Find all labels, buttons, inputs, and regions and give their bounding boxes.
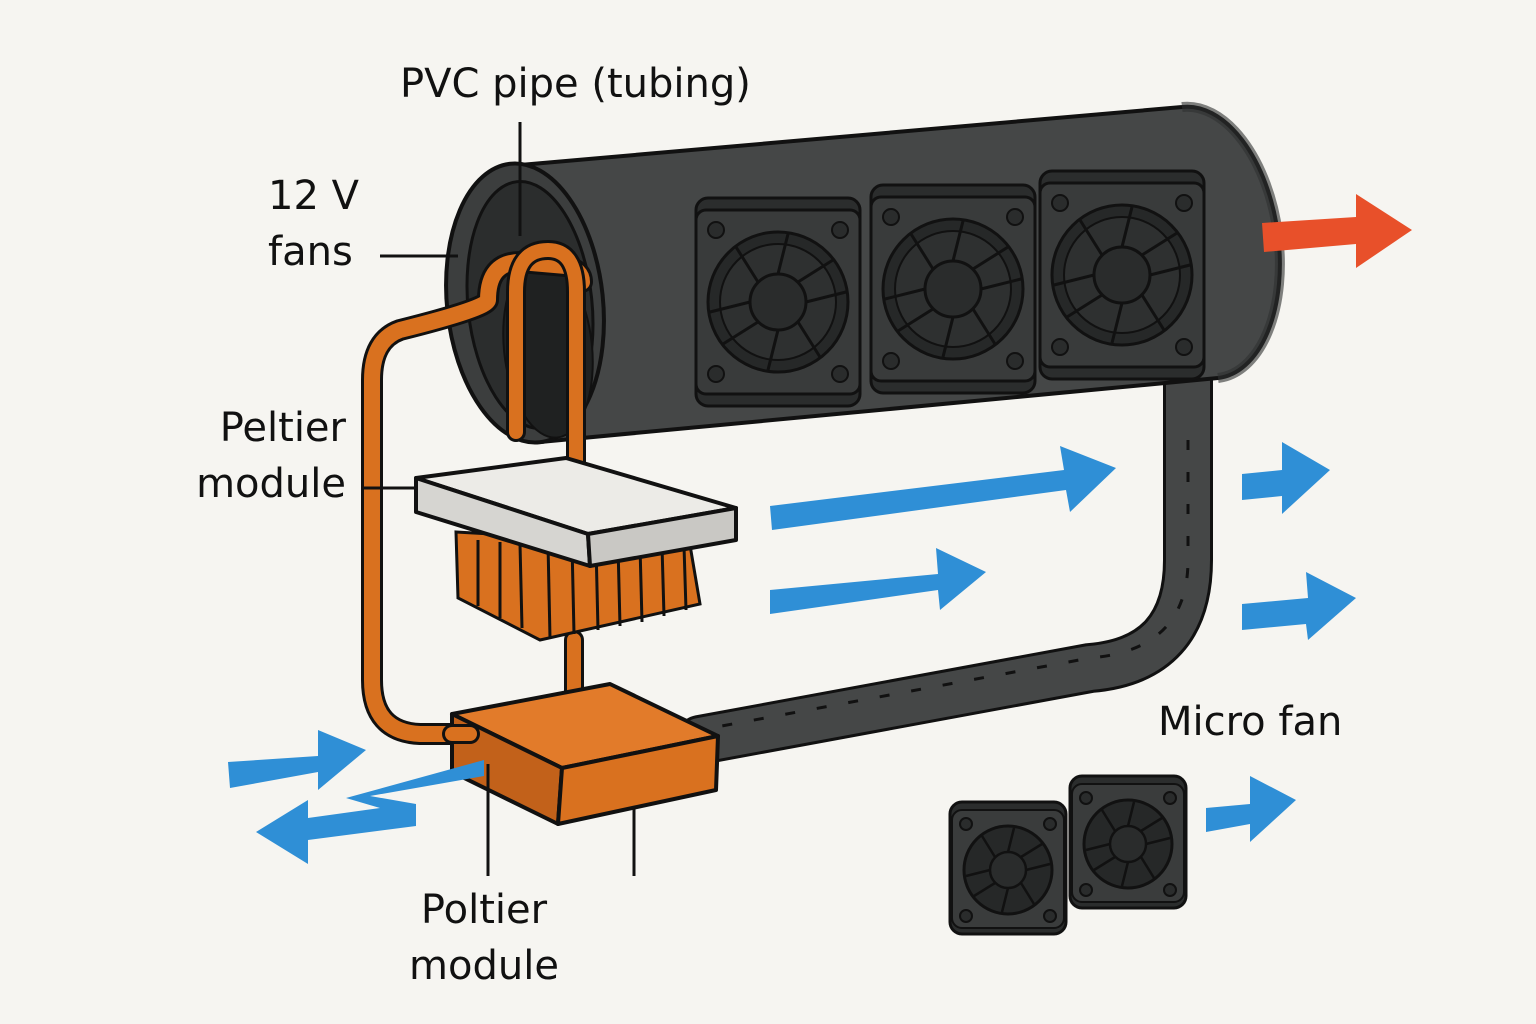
fan-icon [948, 774, 1188, 936]
label-poltier-module: Poltier module [409, 887, 559, 989]
label-micro-fan: Micro fan [1158, 699, 1343, 745]
fan-icon [694, 169, 1206, 408]
label-12v-fans: 12 V fans [268, 173, 359, 275]
return-tube [675, 345, 1213, 765]
peltier-module [414, 456, 738, 642]
leader-lines [364, 122, 636, 876]
heat-exhaust-arrow-icon [1262, 194, 1412, 268]
airflow-arrow-icon [228, 442, 1356, 864]
copper-block [442, 682, 720, 826]
label-peltier-module: Peltier module [196, 405, 346, 507]
label-pvc-pipe: PVC pipe (tubing) [400, 61, 751, 107]
